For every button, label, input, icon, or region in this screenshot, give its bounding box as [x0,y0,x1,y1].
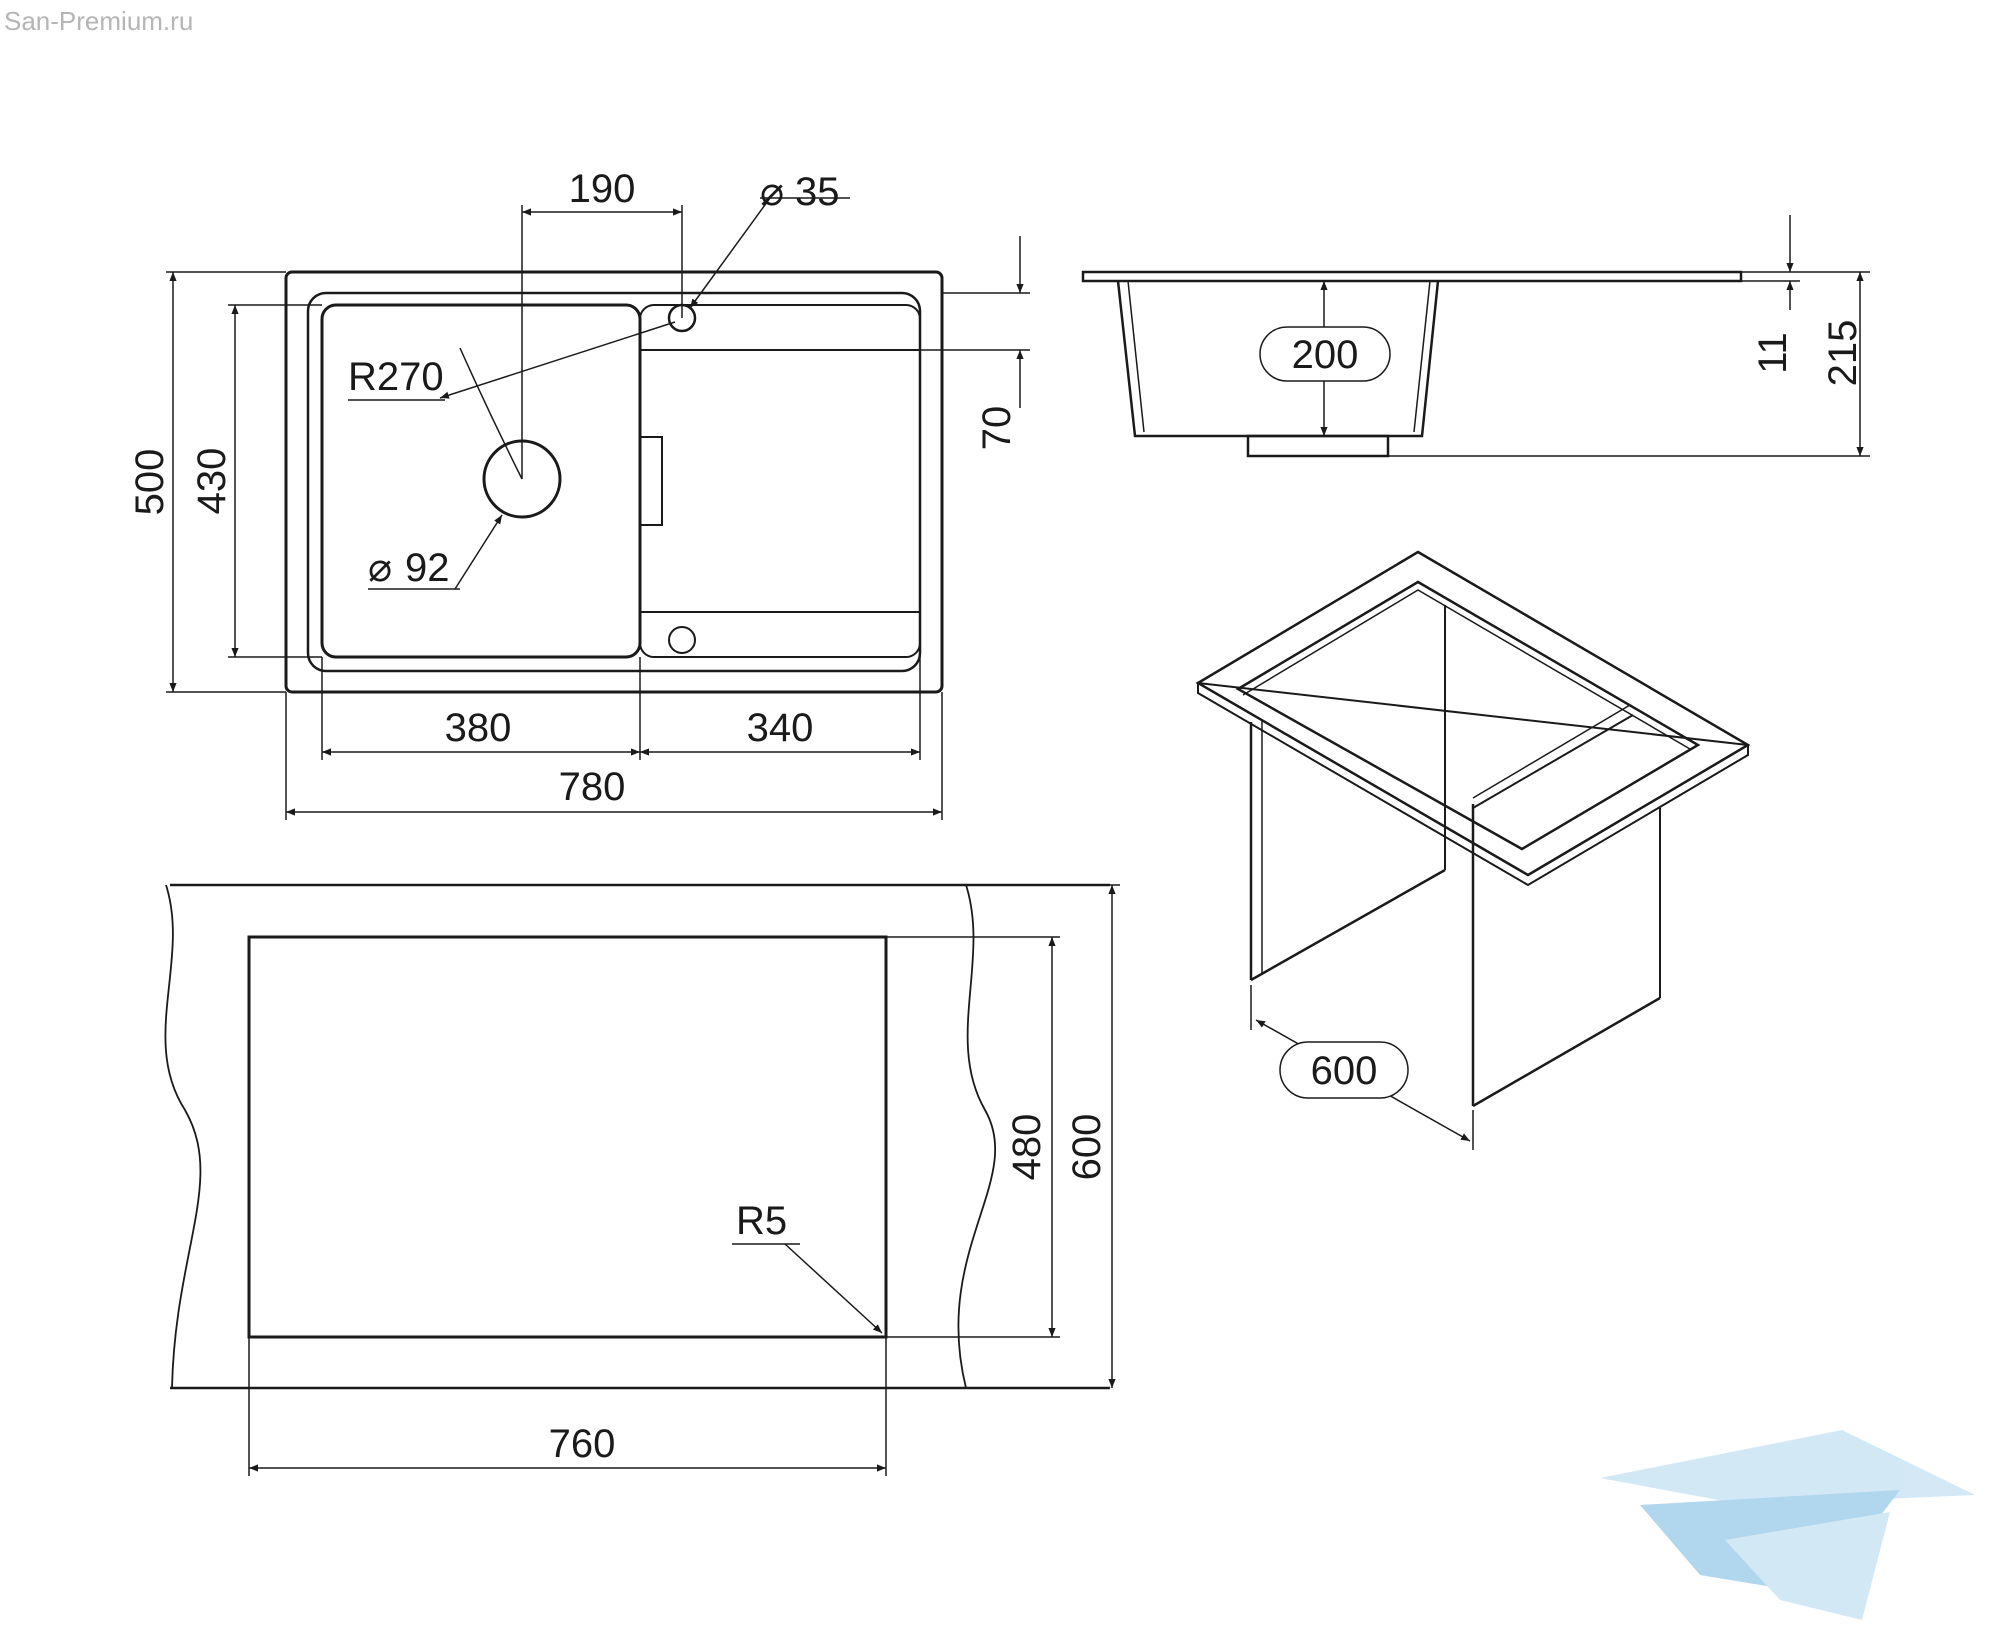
overflow-slot [639,436,663,526]
diameter-icon: ⌀ [760,170,784,214]
leader-r5 [784,1243,883,1334]
frame-inner [1235,580,1701,851]
dim-200-label: 200 [1292,333,1359,377]
sink-outline [284,270,944,694]
dim-600-cutout-label: 600 [1065,1114,1109,1181]
side-drain [1246,434,1390,458]
dim-200-badge [1259,326,1391,382]
dim-d92-label: 92 [405,546,450,590]
cutout-template-view: 480 600 R5 760 [164,883,1120,1476]
dim-380-label: 380 [445,706,512,750]
leader-d35 [689,197,771,309]
dim-600-iso-label: 600 [1311,1049,1378,1093]
arc-r270 [459,347,523,480]
dim-215-label: 215 [1821,320,1865,387]
drainboard-outline [639,304,921,658]
leader-d92 [454,514,503,590]
side-deck [1081,270,1743,283]
dim-11-label: 11 [1751,332,1795,374]
dim-480-label: 480 [1005,1114,1049,1181]
dim-340-label: 340 [747,706,814,750]
dim-780-label: 780 [559,765,626,809]
dim-70-label: 70 [975,406,1019,451]
dim-190-label: 190 [569,167,636,211]
frame-outer-thickness [1197,681,1749,887]
sink-side-view: 200 11 215 [1081,215,1870,458]
countertop-right-break [957,884,996,1389]
brand-logo [1600,1430,1975,1620]
leader-r270 [439,321,676,399]
diameter-icon: ⌀ [368,546,392,590]
dim-r270-label: R270 [348,355,444,399]
dim-500-label: 500 [128,449,172,516]
dim-d35-label: 35 [795,170,840,214]
cutout-rectangle [247,935,888,1339]
watermark-text: San-Premium.ru [4,6,194,36]
dim-760-label: 760 [549,1422,616,1466]
dim-r5-label: R5 [736,1199,787,1243]
dim-600-badge [1279,1041,1409,1099]
dim-430-label: 430 [190,448,234,515]
cabinet-isometric-view: 600 [1195,550,1751,1150]
sink-top-view: 190 ⌀ 35 R270 ⌀ 92 500 430 70 [128,167,1030,820]
countertop-left-break [164,884,202,1389]
secondary-hole [668,626,696,654]
